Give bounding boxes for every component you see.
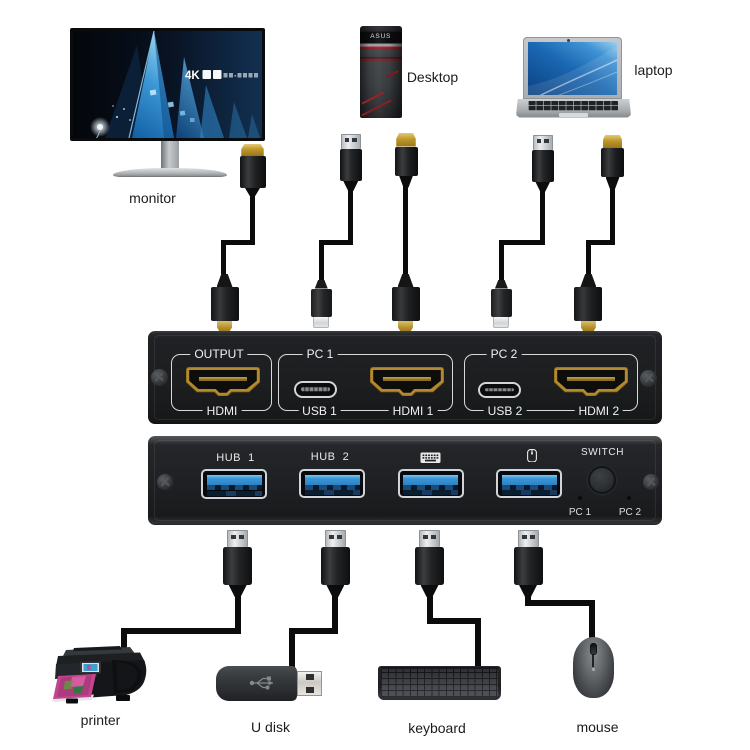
svg-text:4K: 4K	[185, 70, 200, 82]
